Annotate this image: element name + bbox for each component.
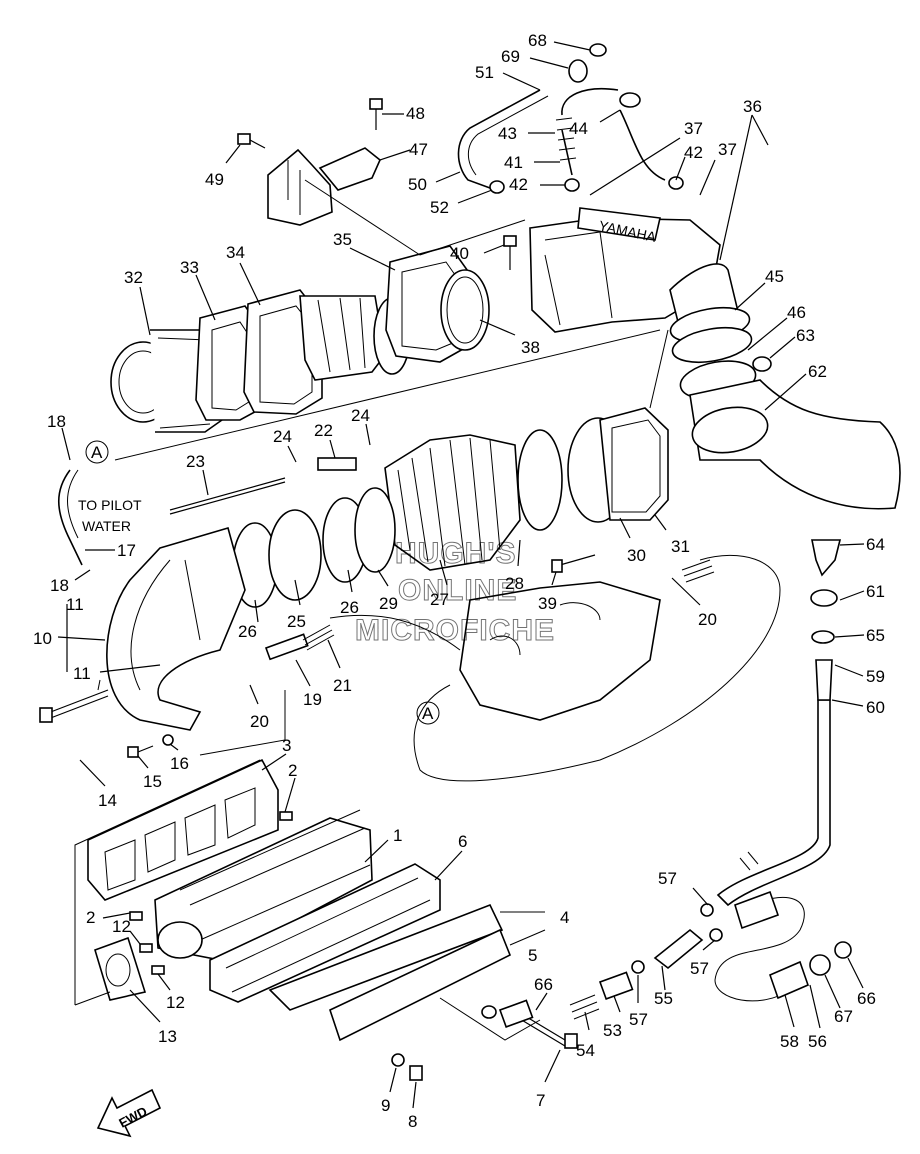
callout-3: 3 — [282, 736, 291, 755]
callout-68: 68 — [528, 31, 547, 50]
watermark: HUGH'S ONLINE MICROFICHE — [355, 537, 555, 648]
callout-15: 15 — [143, 772, 162, 791]
callout-12: 12 — [112, 917, 131, 936]
callout-4: 4 — [560, 908, 569, 927]
callout-1: 1 — [393, 826, 402, 845]
callout-layer: 1 2 2 3 4 5 6 7 8 9 10 11 11 12 12 13 14… — [33, 31, 885, 1131]
callout-33: 33 — [180, 258, 199, 277]
callout-55: 55 — [654, 989, 673, 1008]
callout-48: 48 — [406, 104, 425, 123]
callout-2: 2 — [288, 761, 297, 780]
callout-24: 24 — [351, 406, 370, 425]
callout-11: 11 — [73, 664, 91, 683]
callout-26: 26 — [340, 598, 359, 617]
callout-39: 39 — [538, 594, 557, 613]
callout-9: 9 — [381, 1096, 390, 1115]
callout-45: 45 — [765, 267, 784, 286]
callout-63: 63 — [796, 326, 815, 345]
callout-41: 41 — [504, 153, 523, 172]
callout-14: 14 — [98, 791, 117, 810]
callout-65: 65 — [866, 626, 885, 645]
callout-12: 12 — [166, 993, 185, 1012]
callout-57: 57 — [629, 1010, 648, 1029]
watermark-line-3: MICROFICHE — [355, 614, 555, 647]
callout-18: 18 — [47, 412, 66, 431]
watermark-line-2: ONLINE — [398, 574, 517, 607]
watermark-line-1: HUGH'S — [395, 537, 516, 570]
callout-13: 13 — [158, 1027, 177, 1046]
callout-20: 20 — [250, 712, 269, 731]
note-line-1: TO PILOT — [78, 497, 142, 513]
callout-40: 40 — [450, 244, 469, 263]
callout-54: 54 — [576, 1041, 595, 1060]
exhaust-pipe-group — [39, 179, 781, 782]
callout-47: 47 — [409, 140, 428, 159]
callout-57: 57 — [690, 959, 709, 978]
callout-17: 17 — [117, 541, 136, 560]
callout-16: 16 — [170, 754, 189, 773]
callout-8: 8 — [408, 1112, 417, 1131]
note-line-2: WATER — [82, 518, 131, 534]
reference-mark-a-2: A — [422, 704, 434, 723]
callout-2: 2 — [86, 908, 95, 927]
callout-37: 37 — [718, 140, 737, 159]
callout-6: 6 — [458, 832, 467, 851]
callout-42: 42 — [509, 175, 528, 194]
callout-58: 58 — [780, 1032, 799, 1051]
callout-52: 52 — [430, 198, 449, 217]
callout-28: 28 — [505, 574, 524, 593]
callout-23: 23 — [186, 452, 205, 471]
callout-35: 35 — [333, 230, 352, 249]
callout-66: 66 — [534, 975, 553, 994]
callout-26: 26 — [238, 622, 257, 641]
callout-27: 27 — [430, 590, 449, 609]
callout-49: 49 — [205, 170, 224, 189]
callout-19: 19 — [303, 690, 322, 709]
callout-22: 22 — [314, 421, 333, 440]
callout-43: 43 — [498, 124, 517, 143]
exhaust-muffler-group: YAMAHA — [110, 43, 901, 510]
callout-60: 60 — [866, 698, 885, 717]
callout-59: 59 — [866, 667, 885, 686]
callout-62: 62 — [808, 362, 827, 381]
manifold-group — [74, 539, 852, 1138]
callout-20: 20 — [698, 610, 717, 629]
callout-24: 24 — [273, 427, 292, 446]
callout-44: 44 — [569, 119, 588, 138]
callout-51: 51 — [475, 63, 494, 82]
callout-25: 25 — [287, 612, 306, 631]
callout-29: 29 — [379, 594, 398, 613]
callout-38: 38 — [521, 338, 540, 357]
callout-5: 5 — [528, 946, 537, 965]
callout-57: 57 — [658, 869, 677, 888]
callout-67: 67 — [834, 1007, 853, 1026]
callout-56: 56 — [808, 1032, 827, 1051]
callout-46: 46 — [787, 303, 806, 322]
callout-42: 42 — [684, 143, 703, 162]
callout-37: 37 — [684, 119, 703, 138]
callout-32: 32 — [124, 268, 143, 287]
callout-66: 66 — [857, 989, 876, 1008]
callout-69: 69 — [501, 47, 520, 66]
reference-mark-a-1: A — [91, 443, 103, 462]
callout-18: 18 — [50, 576, 69, 595]
callout-61: 61 — [866, 582, 885, 601]
callout-34: 34 — [226, 243, 245, 262]
callout-30: 30 — [627, 546, 646, 565]
callout-10: 10 — [33, 629, 52, 648]
callout-7: 7 — [536, 1091, 545, 1110]
callout-53: 53 — [603, 1021, 622, 1040]
callout-50: 50 — [408, 175, 427, 194]
callout-31: 31 — [671, 537, 690, 556]
callout-36: 36 — [743, 97, 762, 116]
callout-11: 11 — [66, 595, 84, 614]
callout-21: 21 — [333, 676, 352, 695]
callout-64: 64 — [866, 535, 885, 554]
